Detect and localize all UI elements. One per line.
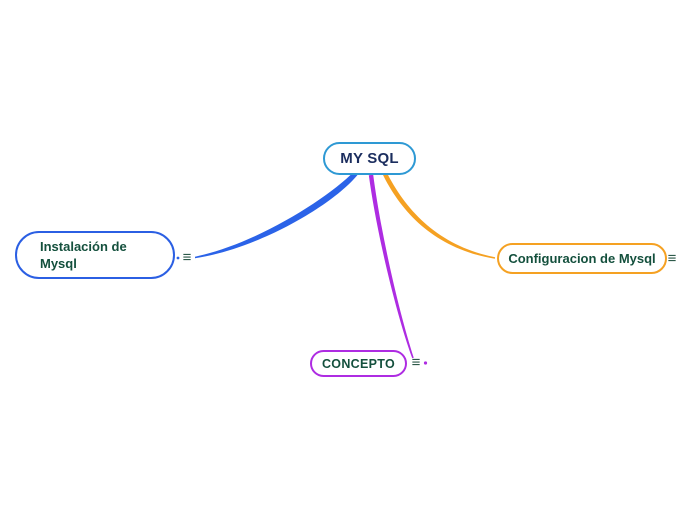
hamburger-glyph: ≡: [411, 353, 421, 371]
hamburger-glyph: ≡: [182, 248, 192, 266]
node-concepto[interactable]: CONCEPTO: [310, 350, 407, 377]
branch-endpoint-dot-instalacion: [176, 256, 180, 260]
node-mysql[interactable]: MY SQL: [323, 142, 416, 175]
node-concepto-label: CONCEPTO: [321, 356, 395, 371]
branch-endpoint-dot-concepto: [423, 361, 428, 365]
node-configuracion-de-mysql[interactable]: Configuracion de Mysql: [497, 243, 667, 274]
node-configuracion-label: Configuracion de Mysql: [508, 251, 656, 266]
branch-curve-concepto: [368, 174, 414, 359]
node-instalacion-label-line2: Mysql: [40, 256, 77, 271]
node-instalacion-label-line1: Instalación de: [40, 239, 127, 254]
branch-curve-instalacion: [195, 171, 358, 259]
drag-handle-icon-concepto[interactable]: ≡: [409, 353, 423, 371]
branch-curve-configuracion: [382, 171, 496, 259]
node-instalacion-label: Instalación de Mysql: [40, 238, 127, 272]
drag-handle-icon-instalacion[interactable]: ≡: [180, 248, 194, 266]
hamburger-glyph: ≡: [667, 249, 677, 267]
node-mysql-label: MY SQL: [340, 150, 399, 167]
drag-handle-icon-configuracion[interactable]: ≡: [665, 249, 679, 267]
node-instalacion-de-mysql[interactable]: Instalación de Mysql: [15, 231, 175, 279]
